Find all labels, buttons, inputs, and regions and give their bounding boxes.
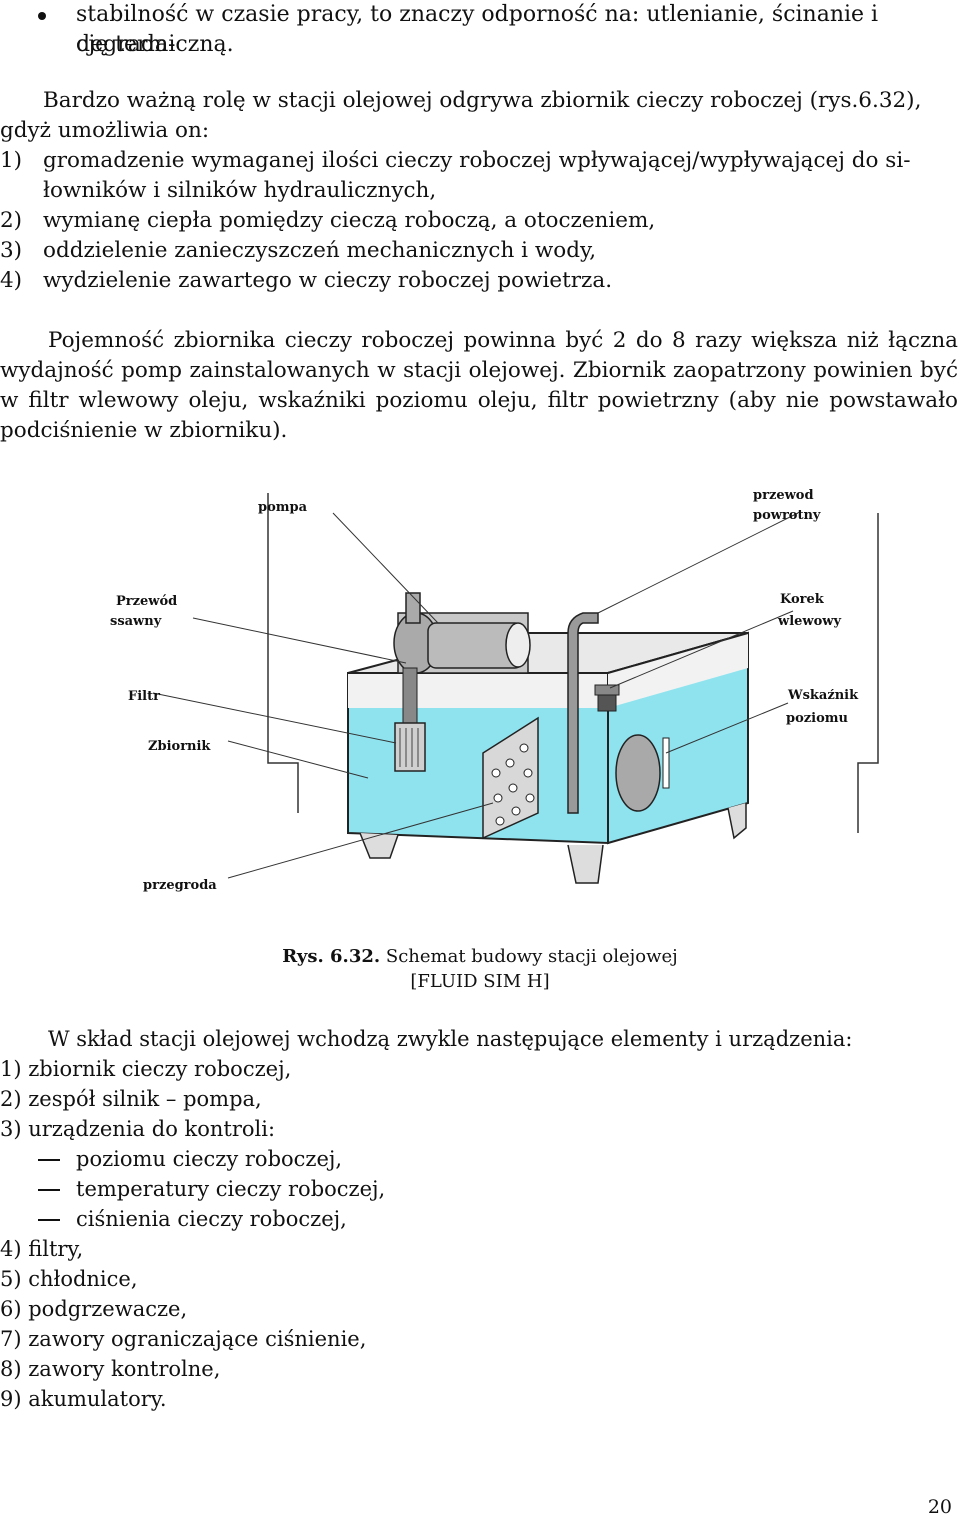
list-item: 2) zespół silnik – pompa,	[0, 1087, 262, 1111]
list-item: 1) zbiornik cieczy roboczej,	[0, 1057, 292, 1081]
caption-number: Rys. 6.32.	[282, 946, 381, 967]
label-pompa: pompa	[258, 500, 308, 515]
diagram-labels: pompa przewod powrotny Przewód ssawny Ko…	[110, 488, 859, 893]
list-item: 3) urządzenia do kontroli:	[0, 1117, 276, 1141]
label-przewod-powrotny-1: przewod	[753, 488, 814, 503]
label-filtr: Filtr	[128, 689, 160, 704]
list-subitem: ciśnienia cieczy roboczej,	[0, 1204, 958, 1234]
label-przewod-powrotny-2: powrotny	[753, 508, 821, 523]
list-item: 2) wymianę ciepła pomiędzy cieczą roboczą…	[0, 206, 958, 236]
bullet-dot-icon	[38, 12, 46, 20]
capacity-paragraph: Pojemność zbiornika cieczy roboczej powi…	[0, 328, 958, 443]
list-item: 8) zawory kontrolne,	[0, 1357, 221, 1381]
list-item: 4) filtry,	[0, 1237, 84, 1261]
list-number: 2)	[0, 208, 23, 233]
caption-source: [FLUID SIM H]	[410, 971, 550, 992]
dash-icon	[38, 1159, 60, 1161]
list-text: wymianę ciepła pomiędzy cieczą roboczą, …	[43, 208, 656, 233]
list-subitem: temperatury cieczy roboczej,	[0, 1174, 958, 1204]
list-subitem-text: poziomu cieczy roboczej,	[76, 1147, 343, 1171]
inspection-cover	[615, 734, 670, 812]
figure-caption: Rys. 6.32. Schemat budowy stacji olejowe…	[0, 944, 960, 994]
label-przewod-ssawny-1: Przewód	[116, 594, 177, 609]
dash-icon	[38, 1219, 60, 1221]
frame-lines	[267, 493, 879, 833]
intro-line1: Bardzo ważną rolę w stacji olejowej odgr…	[43, 88, 922, 113]
list-subitem: poziomu cieczy roboczej,	[0, 1144, 958, 1174]
leader-lines	[152, 512, 799, 879]
label-przewod-ssawny-2: ssawny	[110, 614, 162, 629]
bullet-text-line2: cję termiczną.	[76, 32, 234, 57]
intro-line2: gdyż umożliwia on:	[0, 118, 210, 143]
bullet-item-cont: cję termiczną.	[38, 30, 958, 60]
list-subitem-text: temperatury cieczy roboczej,	[76, 1177, 386, 1201]
list-item: 4) wydzielenie zawartego w cieczy robocze…	[0, 266, 958, 296]
list-item: 9) akumulatory.	[0, 1387, 167, 1411]
caption-title: Schemat budowy stacji olejowej	[385, 946, 678, 967]
label-korek-2: wlewowy	[777, 614, 841, 629]
list-text: wydzielenie zawartego w cieczy roboczej …	[43, 268, 613, 293]
baffle-plate	[482, 716, 539, 840]
list-text: oddzielenie zanieczyszczeń mechanicznych…	[43, 238, 597, 263]
filler-cap	[594, 684, 620, 712]
suction-filter	[394, 667, 426, 772]
return-pipe	[567, 612, 599, 814]
page-number: 20	[927, 1496, 952, 1518]
list-number: 4)	[0, 268, 23, 293]
label-wskaznik-2: poziomu	[786, 711, 848, 726]
bullet-item: stabilność w czasie pracy, to znaczy odp…	[38, 0, 958, 60]
label-korek-1: Korek	[780, 592, 825, 607]
list-item: 7) zawory ograniczające ciśnienie,	[0, 1327, 367, 1351]
dash-icon	[38, 1189, 60, 1191]
bullet-text-line1: stabilność w czasie pracy, to znaczy odp…	[76, 2, 879, 57]
label-przegroda: przegroda	[143, 878, 217, 893]
list-number: 3)	[0, 238, 23, 263]
components-intro: W skład stacji olejowej wchodzą zwykle n…	[48, 1027, 853, 1051]
motor-pump	[393, 592, 531, 674]
list-number: 1)	[0, 148, 23, 173]
label-zbiornik: Zbiornik	[148, 739, 211, 754]
list-subitem-text: ciśnienia cieczy roboczej,	[76, 1207, 347, 1231]
oil-station-diagram: pompa przewod powrotny Przewód ssawny Ko…	[110, 488, 879, 893]
label-wskaznik-1: Wskaźnik	[787, 688, 859, 703]
list-item: 6) podgrzewacze,	[0, 1297, 188, 1321]
list-item: 3) oddzielenie zanieczyszczeń mechaniczny…	[0, 236, 958, 266]
tank-functions-list: 1) gromadzenie wymaganej ilości cieczy ro…	[0, 146, 958, 296]
components-list: W skład stacji olejowej wchodzą zwykle n…	[0, 1024, 958, 1414]
list-text: gromadzenie wymaganej ilości cieczy robo…	[43, 148, 911, 203]
list-item: 5) chłodnice,	[0, 1267, 138, 1291]
list-item: 1) gromadzenie wymaganej ilości cieczy ro…	[0, 146, 958, 206]
